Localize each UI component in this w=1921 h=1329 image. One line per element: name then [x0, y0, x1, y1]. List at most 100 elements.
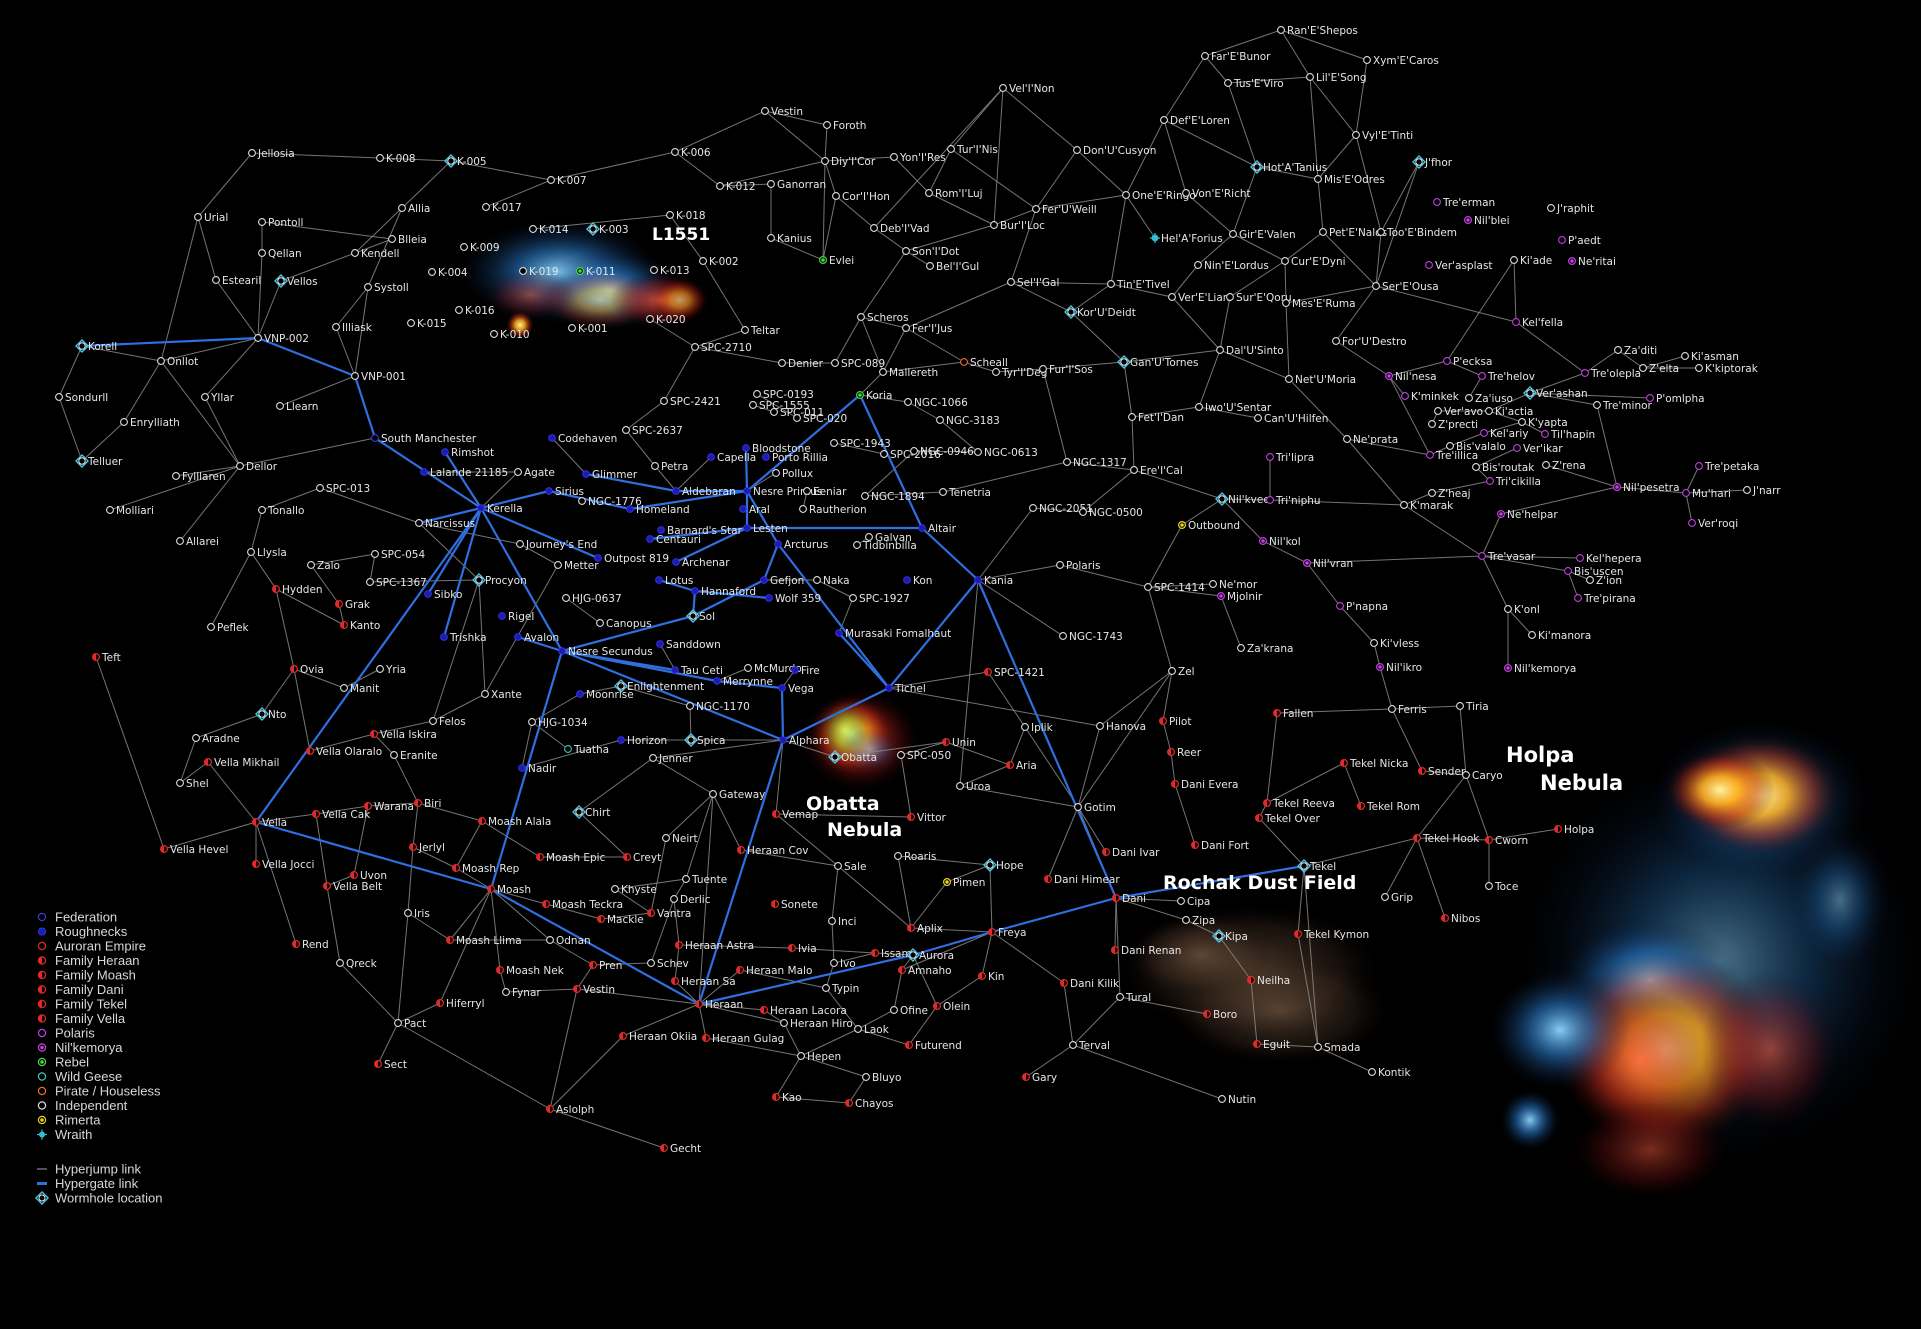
star-system-k-minkek[interactable]: K'minkek: [1401, 391, 1460, 403]
star-system-spc-0193[interactable]: SPC-0193: [753, 389, 814, 401]
star-system-ofine[interactable]: Ofine: [890, 1005, 928, 1017]
star-system-for-u-destro[interactable]: For'U'Destro: [1332, 336, 1407, 348]
star-system-vyl-e-tinti[interactable]: Vyl'E'Tinti: [1352, 130, 1414, 142]
star-system-k-kiptorak[interactable]: K'kiptorak: [1695, 363, 1759, 375]
star-system-iris[interactable]: Iris: [404, 908, 430, 920]
star-system-tau-ceti[interactable]: Tau Ceti: [671, 665, 723, 677]
star-system-k-yapta[interactable]: K'yapta: [1518, 417, 1568, 429]
star-system-terval[interactable]: Terval: [1069, 1040, 1110, 1052]
star-system-kel-hepera[interactable]: Kel'hepera: [1576, 553, 1642, 565]
star-system-sel-i-gal[interactable]: Sel'I'Gal: [1007, 277, 1060, 289]
star-system-journey-s-end[interactable]: Journey's End: [516, 539, 598, 551]
star-system-dani-fort[interactable]: Dani Fort: [1190, 840, 1249, 852]
star-system-can-u-hilfen[interactable]: Can'U'Hilfen: [1254, 413, 1329, 425]
star-system-vemap[interactable]: Vemap: [771, 809, 819, 821]
star-system-ver-roqi[interactable]: Ver'roqi: [1688, 518, 1739, 530]
star-system-aurora[interactable]: Aurora: [906, 948, 954, 962]
star-system-eguit[interactable]: Eguit: [1252, 1039, 1290, 1051]
star-system-felos[interactable]: Felos: [429, 716, 466, 728]
star-system-spc-020[interactable]: SPC-020: [793, 413, 848, 425]
star-system-khyste[interactable]: Khyste: [611, 884, 657, 896]
star-system-grip[interactable]: Grip: [1381, 892, 1414, 904]
star-system-ngc-0613[interactable]: NGC-0613: [974, 447, 1038, 459]
star-system-tekel[interactable]: Tekel: [1297, 859, 1336, 873]
star-system-capella[interactable]: Capella: [707, 452, 757, 464]
star-system-nadir[interactable]: Nadir: [518, 763, 557, 775]
star-system-nin-e-lordus[interactable]: Nin'E'Lordus: [1194, 260, 1269, 272]
star-system-aria[interactable]: Aria: [1005, 760, 1037, 772]
star-system-yria[interactable]: Yria: [376, 664, 406, 676]
star-system-lalande-21185[interactable]: Lalande 21185: [420, 467, 509, 479]
star-system-vnp-002[interactable]: VNP-002: [254, 333, 309, 345]
star-system-k-013[interactable]: K-013: [650, 265, 690, 277]
star-system-enrylliath[interactable]: Enrylliath: [120, 417, 180, 429]
star-system-j-raphit[interactable]: J'raphit: [1547, 203, 1594, 215]
star-system-boro[interactable]: Boro: [1202, 1009, 1238, 1021]
star-system-ivia[interactable]: Ivia: [787, 943, 817, 955]
star-system-derlic[interactable]: Derlic: [670, 894, 711, 906]
star-system-systoll[interactable]: Systoll: [364, 282, 409, 294]
star-system-k-008[interactable]: K-008: [376, 153, 416, 165]
star-system-ngc-1317[interactable]: NGC-1317: [1063, 457, 1127, 469]
star-system-k-005[interactable]: K-005: [444, 154, 487, 168]
star-system-bloodstone[interactable]: Bloodstone: [742, 443, 811, 455]
star-system-ran-e-shepos[interactable]: Ran'E'Shepos: [1277, 25, 1358, 37]
star-system-ngc-1776[interactable]: NGC-1776: [578, 496, 643, 508]
star-system-spc-1421[interactable]: SPC-1421: [983, 667, 1045, 679]
star-system-ngc-1066[interactable]: NGC-1066: [904, 397, 969, 409]
star-system-qellan[interactable]: Qellan: [258, 248, 302, 260]
star-system-nil-kol[interactable]: Nil'kol: [1258, 536, 1301, 548]
star-system-gary[interactable]: Gary: [1021, 1072, 1058, 1084]
star-system-k-012[interactable]: K-012: [716, 181, 756, 193]
star-system-ser-e-ousa[interactable]: Ser'E'Ousa: [1372, 281, 1439, 293]
star-system-dellor[interactable]: Dellor: [236, 461, 278, 473]
star-system-glimmer[interactable]: Glimmer: [582, 469, 638, 481]
star-system-sonete[interactable]: Sonete: [770, 899, 818, 911]
star-system-fylllaren[interactable]: Fylllaren: [172, 471, 226, 483]
star-system-ne-mor[interactable]: Ne'mor: [1209, 579, 1258, 591]
star-system-teft[interactable]: Teft: [91, 652, 121, 664]
star-system-yon-i-res[interactable]: Yon'I'Res: [890, 152, 946, 164]
star-system-sender[interactable]: Sender: [1417, 766, 1466, 778]
star-system-foroth[interactable]: Foroth: [823, 120, 867, 132]
star-system-nil-kemorya[interactable]: Nil'kemorya: [1503, 663, 1577, 675]
star-system-heraan-sa[interactable]: Heraan Sa: [670, 976, 736, 988]
star-system-canopus[interactable]: Canopus: [596, 618, 652, 630]
star-system-moash-alala[interactable]: Moash Alala: [478, 816, 552, 828]
star-system-spc-011[interactable]: SPC-011: [770, 407, 825, 419]
star-system-tus-e-viro[interactable]: Tus'E'Viro: [1224, 78, 1284, 90]
star-system-nibos[interactable]: Nibos: [1440, 913, 1481, 925]
star-system-spc-1414[interactable]: SPC-1414: [1144, 582, 1206, 594]
star-system-naka[interactable]: Naka: [813, 575, 850, 587]
star-system-heraan-astra[interactable]: Heraan Astra: [674, 940, 754, 952]
star-system-cworn[interactable]: Cworn: [1484, 835, 1529, 847]
star-system-tidbinbilla[interactable]: Tidbinbilla: [853, 540, 917, 552]
star-system-petra[interactable]: Petra: [651, 461, 689, 473]
star-system-moash-nek[interactable]: Moash Nek: [496, 965, 565, 977]
star-system-ferris[interactable]: Ferris: [1388, 704, 1427, 716]
star-system-olein[interactable]: Olein: [932, 1001, 971, 1013]
star-system-moash-epic[interactable]: Moash Epic: [535, 852, 606, 864]
star-system-spc-050[interactable]: SPC-050: [897, 750, 952, 762]
star-system-aldebaran[interactable]: Aldebaran: [672, 486, 736, 498]
star-system-manit[interactable]: Manit: [340, 683, 380, 695]
star-system-bur-i-loc[interactable]: Bur'I'Loc: [990, 220, 1046, 232]
star-system-tri-cikilla[interactable]: Tri'cikilla: [1486, 476, 1541, 488]
star-system-k-004[interactable]: K-004: [428, 267, 468, 279]
star-system-hannaford[interactable]: Hannaford: [691, 586, 756, 598]
star-system-kao[interactable]: Kao: [771, 1092, 802, 1104]
star-system-creyt[interactable]: Creyt: [622, 852, 662, 864]
star-system-homeland[interactable]: Homeland: [626, 504, 690, 516]
star-system-ki-manora[interactable]: Ki'manora: [1528, 630, 1592, 642]
star-system-nil-nesa[interactable]: Nil'nesa: [1384, 371, 1437, 383]
star-system-shel[interactable]: Shel: [176, 778, 209, 790]
star-system-spc-2710[interactable]: SPC-2710: [691, 342, 752, 354]
star-system-spc-1943[interactable]: SPC-1943: [830, 438, 891, 450]
star-system-tonallo[interactable]: Tonallo: [258, 505, 305, 517]
star-system-moash-teckra[interactable]: Moash Teckra: [541, 899, 623, 911]
star-system-iplik[interactable]: Iplik: [1021, 722, 1054, 734]
star-system-zel[interactable]: Zel: [1168, 666, 1195, 678]
star-system-bel-i-gul[interactable]: Bel'I'Gul: [926, 261, 980, 273]
star-system-narcissus[interactable]: Narcissus: [415, 518, 476, 530]
star-system-uroa[interactable]: Uroa: [956, 781, 991, 793]
